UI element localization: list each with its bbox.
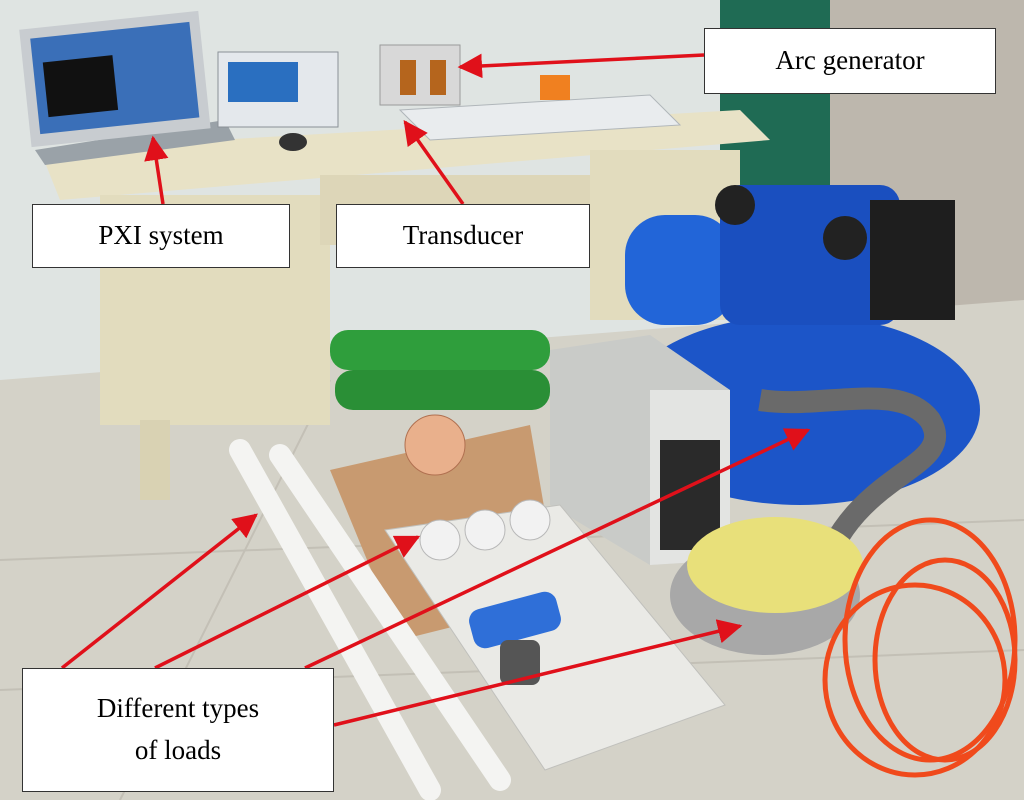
coil	[430, 60, 446, 95]
fluorescent-tube	[269, 444, 511, 791]
green-cylinder	[330, 330, 550, 370]
light-bulb	[464, 509, 506, 551]
laptop-base	[35, 120, 235, 165]
callout-loads-line2: of loads	[134, 735, 222, 765]
desk-leg	[140, 420, 170, 500]
callout-transducer: Transducer	[336, 204, 590, 268]
loads-board	[384, 504, 726, 771]
arc-generator-box	[379, 44, 461, 106]
light-bulb	[509, 499, 551, 541]
callout-arc-generator-label: Arc generator	[775, 45, 925, 76]
callout-pxi-system-label: PXI system	[98, 220, 224, 251]
compressor-cover	[870, 200, 955, 320]
callout-pxi-system: PXI system	[32, 204, 290, 268]
arrow-pxi-system	[144, 135, 169, 205]
compressor-wheel	[823, 216, 867, 260]
green-cylinder	[335, 370, 550, 410]
fluorescent-tube	[229, 439, 441, 800]
vacuum-hose	[758, 387, 946, 584]
light-bulb	[419, 519, 461, 561]
laptop-screen-plot	[42, 55, 119, 118]
air-hose-coil	[822, 582, 1008, 778]
vacuum-top	[687, 517, 863, 613]
power-drill	[469, 591, 561, 649]
arrow-transducer	[403, 119, 465, 206]
arrow-load-tubes	[60, 513, 258, 670]
callout-transducer-label: Transducer	[402, 220, 524, 251]
air-hose-coil	[872, 557, 1018, 763]
callout-different-loads: Different types of loads	[22, 668, 334, 792]
compressor-motor	[625, 215, 735, 325]
mouse	[279, 133, 307, 151]
arrow-load-bulbs	[154, 535, 421, 670]
arrow-load-vacuum	[333, 619, 743, 727]
compressor-wheel	[715, 185, 755, 225]
power-drill-chuck	[500, 640, 540, 685]
coil	[400, 60, 416, 95]
desk-top	[40, 110, 770, 200]
callout-loads-line1: Different types	[96, 693, 260, 724]
callout-arc-generator: Arc generator	[704, 28, 996, 94]
pxi-panel	[228, 62, 298, 102]
spiral-heater	[404, 414, 466, 476]
relay	[540, 75, 570, 100]
arrow-arc-generator	[457, 53, 705, 79]
arrow-load-compressor	[304, 428, 811, 670]
